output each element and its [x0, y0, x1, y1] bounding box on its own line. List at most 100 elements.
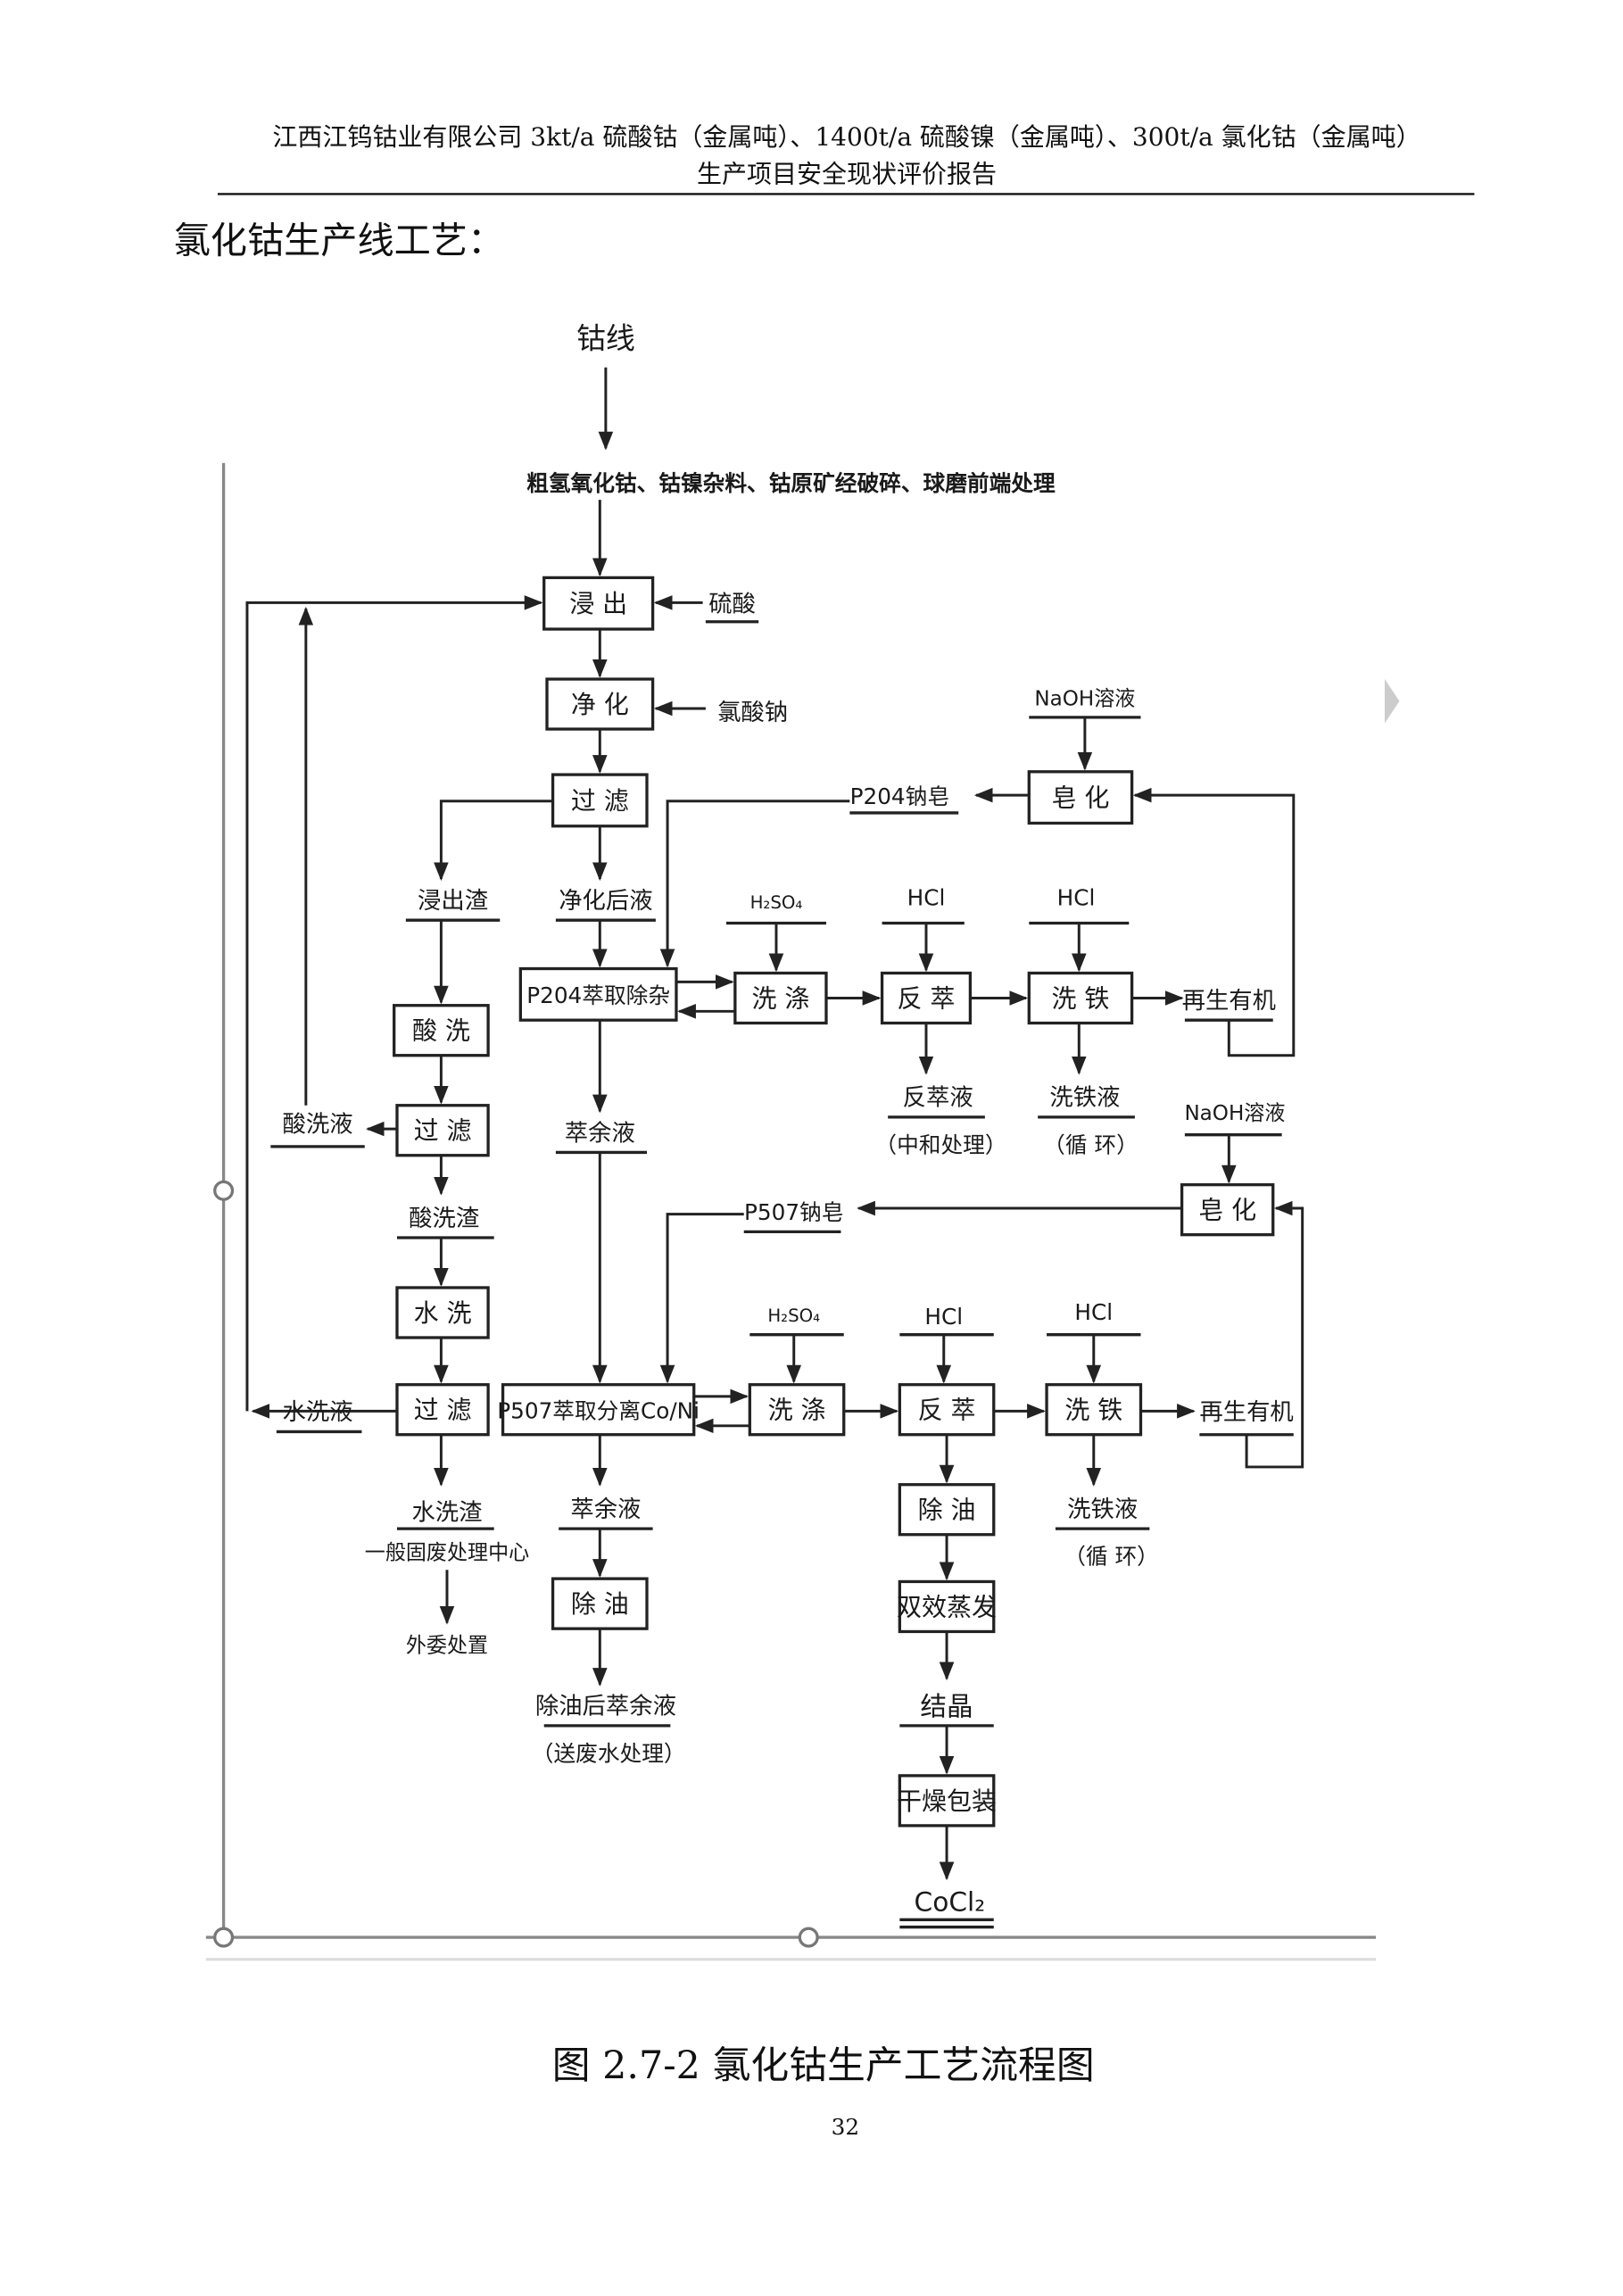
label-naoh2: NaOH溶液	[1184, 1102, 1285, 1137]
diagram-label: 结晶	[920, 1690, 973, 1721]
diagram-label: （中和处理）	[874, 1131, 1006, 1157]
process-box-label: P204萃取除杂	[526, 982, 670, 1008]
process-box-label: 反 萃	[918, 1396, 976, 1425]
label-raw: 粗氢氧化钴、钴镍杂料、钴原矿经破碎、球磨前端处理	[526, 470, 1056, 496]
frame-handle	[213, 1927, 235, 1948]
process-box-label: 过 滤	[571, 786, 629, 816]
flow-arrow	[659, 1213, 744, 1384]
label-p507soap: P507钠皂	[743, 1199, 843, 1234]
diagram-label: 外委处置	[406, 1635, 488, 1658]
diagram-label: 萃余液	[565, 1120, 635, 1147]
label-to_wastewater: （送废水处理）	[532, 1740, 686, 1766]
process-box-label: P507萃取分离Co/Ni	[497, 1398, 700, 1424]
label-solid_center: 一般固废处理中心	[365, 1542, 529, 1565]
label-regen1: 再生有机	[1182, 988, 1276, 1022]
process-box-label: 反 萃	[898, 983, 956, 1013]
process-box-saponify1: 皂 化	[1027, 770, 1134, 825]
process-box-label: 洗 涤	[751, 983, 809, 1013]
diagram-label: 氯酸钠	[717, 700, 788, 726]
process-box-acidwash: 酸 洗	[393, 1004, 490, 1057]
diagram-label: CoCl₂	[915, 1886, 986, 1917]
label-iron_liq2: 洗铁液	[1055, 1496, 1150, 1530]
diagram-label: （循 环）	[1043, 1131, 1139, 1157]
diagram-label: HCl	[1057, 885, 1096, 911]
flow-arrow	[434, 800, 553, 882]
diagram-label: 再生有机	[1199, 1399, 1293, 1426]
process-box-dry: 干燥包装	[897, 1774, 997, 1828]
frame-handle	[798, 1927, 819, 1948]
label-hcl3: HCl	[899, 1304, 994, 1337]
diagram-label: P204钠皂	[850, 783, 949, 809]
diagram-label: HCl	[924, 1304, 963, 1330]
label-hcl4: HCl	[1047, 1299, 1141, 1337]
frame-handle	[213, 1180, 235, 1201]
diagram-label: NaOH溶液	[1184, 1102, 1285, 1125]
label-cobalt_line: 钴线	[576, 320, 635, 355]
flow-arrow	[1245, 1200, 1304, 1469]
diagram-label: 再生有机	[1182, 988, 1276, 1015]
label-hcl1: HCl	[882, 885, 965, 925]
diagram-label: 酸洗液	[283, 1111, 353, 1138]
diagram-label: HCl	[907, 885, 946, 911]
flow-arrow	[659, 800, 850, 968]
side-arrow-icon	[1384, 679, 1400, 724]
process-box-p204: P204萃取除杂	[518, 966, 678, 1022]
diagram-label: 洗铁液	[1067, 1496, 1138, 1523]
process-box-filter3: 过 滤	[395, 1383, 490, 1437]
process-box-label: 皂 化	[1198, 1196, 1256, 1225]
label-iron_liq1: 洗铁液	[1038, 1085, 1135, 1119]
label-hcl2: HCl	[1029, 885, 1130, 925]
process-box-label: 除 油	[571, 1589, 629, 1619]
process-box-label: 洗 铁	[1064, 1396, 1122, 1425]
label-regen2: 再生有机	[1199, 1399, 1294, 1437]
label-acid_liq: 酸洗液	[270, 1111, 365, 1148]
diagram-label: 除油后萃余液	[535, 1694, 676, 1720]
label-product: CoCl₂	[899, 1886, 994, 1921]
process-box-ironwash2: 洗 铁	[1045, 1383, 1143, 1437]
diagram-label: 硫酸	[708, 591, 756, 618]
diagram-label: 水洗渣	[411, 1499, 482, 1526]
process-box-strip1: 反 萃	[880, 971, 973, 1025]
diagram-label: HCl	[1074, 1299, 1113, 1325]
process-box-label: 双效蒸发	[897, 1592, 997, 1621]
process-box-deoil1: 除 油	[551, 1577, 649, 1630]
label-neutral: （中和处理）	[874, 1131, 1006, 1157]
diagram-label: 反萃液	[903, 1085, 973, 1112]
process-box-ironwash1: 洗 铁	[1027, 971, 1134, 1025]
process-box-label: 洗 涤	[768, 1396, 826, 1425]
diagram-label: 粗氢氧化钴、钴镍杂料、钴原矿经破碎、球磨前端处理	[526, 470, 1056, 496]
label-h2so4_1: H₂SO₄	[725, 892, 826, 925]
process-box-filter1: 过 滤	[551, 773, 649, 828]
process-box-p507: P507萃取分离Co/Ni	[497, 1383, 700, 1437]
section-title: 氯化钴生产线工艺：	[174, 219, 505, 261]
header-line-2: 生产项目安全现状评价报告	[697, 159, 997, 188]
page-number: 32	[832, 2114, 859, 2140]
diagram-label: 浸出渣	[418, 888, 488, 915]
process-box-leach: 浸 出	[542, 576, 655, 631]
process-box-wash1: 洗 涤	[733, 971, 828, 1025]
diagram-label: 洗铁液	[1049, 1085, 1120, 1112]
process-box-label: 洗 铁	[1051, 983, 1109, 1013]
diagram-label: （循 环）	[1064, 1544, 1159, 1570]
label-raffinate2: 萃余液	[559, 1496, 653, 1530]
diagram-frame	[205, 462, 1400, 1961]
process-box-label: 水 洗	[414, 1298, 472, 1328]
process-box-label: 浸 出	[569, 589, 627, 618]
process-box-evap: 双效蒸发	[897, 1579, 997, 1634]
label-acid_residue: 酸洗渣	[396, 1206, 494, 1239]
label-h2so4_2: H₂SO₄	[749, 1305, 844, 1337]
process-box-label: 皂 化	[1051, 783, 1109, 813]
label-cycle1: （循 环）	[1043, 1131, 1139, 1157]
diagram-label: H₂SO₄	[750, 892, 803, 913]
flow-arrow	[1132, 787, 1296, 1057]
process-box-wash2: 洗 涤	[748, 1383, 846, 1437]
process-box-deoil2: 除 油	[898, 1483, 996, 1537]
diagram-label: H₂SO₄	[767, 1305, 820, 1326]
flow-arrow	[245, 595, 543, 1412]
diagram-label: NaOH溶液	[1034, 688, 1135, 711]
label-cycle2: （循 环）	[1064, 1544, 1159, 1570]
diagram-label: （送废水处理）	[532, 1740, 686, 1766]
process-box-label: 酸 洗	[412, 1016, 470, 1046]
diagram-label: 酸洗渣	[409, 1206, 479, 1232]
